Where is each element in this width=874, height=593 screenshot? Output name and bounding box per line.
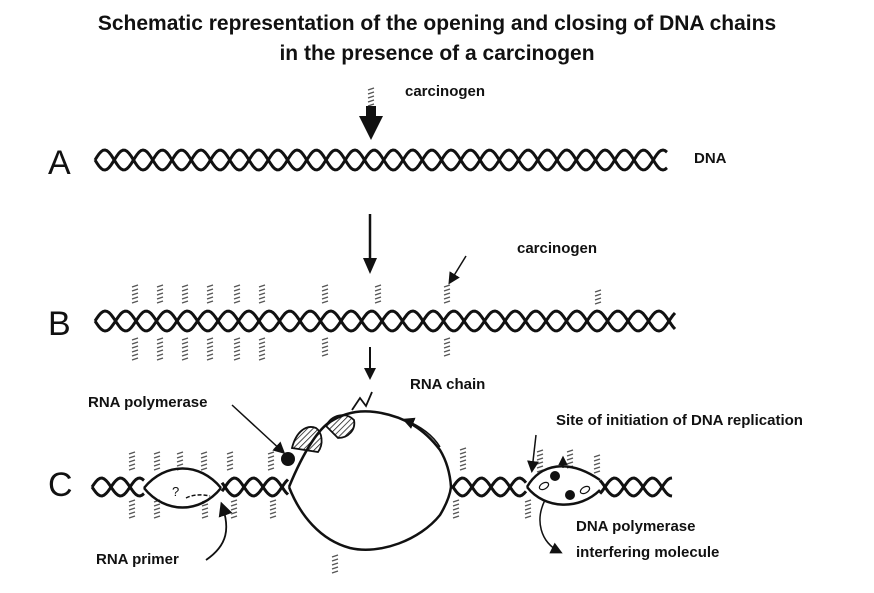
initiation-dot-1 (550, 471, 560, 481)
label-rna-primer: RNA primer (96, 551, 179, 568)
dna-helix-c (90, 476, 673, 498)
carcinogen-marks-b (131, 284, 602, 361)
dna-helix-b (93, 309, 677, 333)
rna-chain-line (351, 391, 373, 411)
label-dna-polymerase: DNA polymerase (576, 518, 696, 535)
label-rna-chain: RNA chain (410, 376, 486, 393)
dna-polymerase-pointer (539, 499, 563, 554)
row-label-a: A (48, 144, 71, 182)
title-line-1: Schematic representation of the opening … (97, 12, 777, 35)
initiation-bubble (525, 465, 601, 506)
row-label-b: B (48, 305, 71, 343)
hatched-segment-2 (324, 414, 356, 439)
rna-chain-arrow (402, 417, 441, 448)
label-question-mark: ? (172, 484, 180, 499)
row-label-c: C (48, 466, 73, 504)
initiation-dot-2 (565, 490, 575, 500)
rna-primer-bubble (143, 467, 222, 509)
carcinogen-marks-c (128, 447, 601, 574)
label-carcinogen-b: carcinogen (517, 240, 598, 257)
title-line-2: in the presence of a carcinogen (279, 42, 595, 65)
rna-polymerase-pointer (231, 404, 286, 455)
label-carcinogen-top: carcinogen (405, 83, 486, 100)
carcinogen-top-arrow (359, 87, 383, 140)
hatched-segment-1 (290, 426, 323, 453)
carcinogen-b-pointer (448, 255, 467, 285)
label-interfering-molecule: interfering molecule (576, 544, 720, 561)
rna-primer-arrow (205, 501, 233, 561)
dna-helix-a (93, 148, 668, 172)
label-site-initiation: Site of initiation of DNA replication (556, 412, 803, 429)
label-dna: DNA (694, 150, 727, 167)
rna-polymerase-dot (281, 452, 295, 466)
initiation-pointer (527, 434, 539, 473)
label-rna-polymerase: RNA polymerase (88, 394, 208, 411)
